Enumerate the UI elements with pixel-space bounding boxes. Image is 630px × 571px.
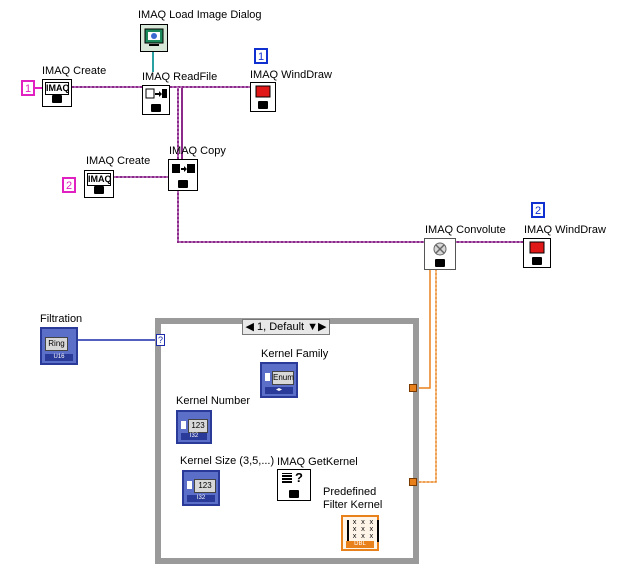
imaq-winddraw-node-2[interactable] [523,238,551,268]
case-selector-tunnel[interactable]: ? [156,334,165,346]
copy-icon [172,164,195,173]
display-icon [529,241,545,254]
kernel-number-label: Kernel Number [176,395,250,407]
image-name-constant-1[interactable]: 1 [21,80,35,96]
kernel-number-control[interactable]: 123 I32 [176,410,212,444]
imaq-copy-node[interactable] [168,159,198,191]
convolute-icon [433,242,447,256]
kernel-output-tunnel-2[interactable] [409,478,417,486]
filtration-label: Filtration [40,313,83,325]
display-icon [255,85,271,98]
predefined-kernel-label-1: Predefined [323,486,377,498]
kernel-family-label: Kernel Family [261,348,329,360]
window-number-constant-1[interactable]: 1 [254,48,268,64]
imaq-create-node-2[interactable]: IMAQ [84,170,114,198]
image-name-constant-2[interactable]: 2 [62,177,76,193]
create2-label: IMAQ Create [86,155,151,167]
imaq-getkernel-node[interactable]: ? [277,469,311,501]
predefined-kernel-label-2: Filter Kernel [323,499,383,511]
imaq-create-icon: IMAQ [87,173,112,186]
getkernel-label: IMAQ GetKernel [277,456,358,468]
winddraw2-label: IMAQ WindDraw [524,224,606,236]
window-number-constant-2[interactable]: 2 [531,202,545,218]
convolute-label: IMAQ Convolute [425,224,506,236]
create1-label: IMAQ Create [42,65,107,77]
imaq-create-icon: IMAQ [45,82,70,95]
imaq-convolute-node[interactable] [424,238,456,270]
imaq-create-node-1[interactable]: IMAQ [42,79,72,107]
imaq-winddraw-node-1[interactable] [250,82,276,112]
imaq-readfile-node[interactable] [142,85,170,115]
folder-dialog-icon [144,28,164,46]
kernel-size-label: Kernel Size (3,5,...) [180,455,275,467]
kernel-size-control[interactable]: 123 I32 [182,470,220,506]
readfile-label: IMAQ ReadFile [142,71,218,83]
winddraw1-label: IMAQ WindDraw [250,69,332,81]
load-image-dialog-node[interactable] [140,24,168,52]
readfile-icon [145,88,167,99]
kernel-output-tunnel-1[interactable] [409,384,417,392]
case-selector[interactable]: ◀ 1, Default ▼▶ [242,319,330,335]
load-dialog-label: IMAQ Load Image Dialog [138,9,262,21]
kernel-family-enum-control[interactable]: Enum ◂▸ [260,362,298,398]
filtration-ring-control[interactable]: Ring U16 [40,327,78,365]
getkernel-icon [282,473,292,483]
copy-label: IMAQ Copy [169,145,226,157]
